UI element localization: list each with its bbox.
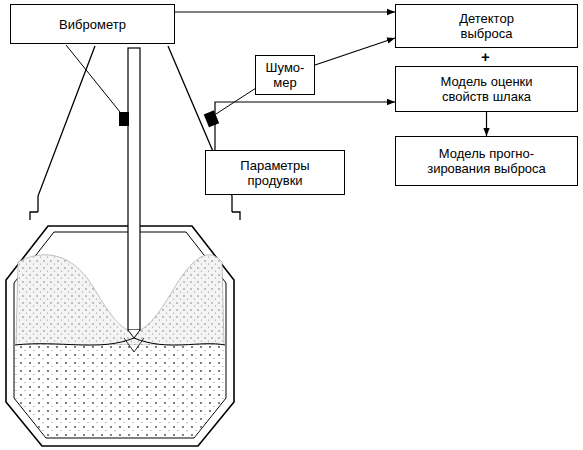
metal-bath bbox=[15, 345, 225, 437]
jet-cavity bbox=[124, 338, 144, 352]
signal-arrow bbox=[175, 11, 395, 12]
vibration-sensor bbox=[119, 112, 129, 126]
box-text: Модель оценки свойств шлака bbox=[422, 74, 552, 104]
signal-arrow bbox=[215, 102, 395, 150]
noise-sensor bbox=[204, 110, 219, 127]
process-box: Детектор выброса bbox=[395, 4, 578, 48]
bath-surface bbox=[15, 338, 225, 345]
box-text: Модель прогно- зирования выброса bbox=[419, 146, 554, 176]
slag-foam bbox=[16, 255, 224, 345]
leader-line bbox=[216, 88, 256, 114]
combine-sign: + bbox=[481, 49, 490, 65]
signal-arrow bbox=[486, 112, 487, 136]
converter-vessel bbox=[6, 226, 234, 446]
leader-line bbox=[66, 45, 120, 112]
box-text: Виброметр bbox=[59, 17, 126, 32]
vessel-lining bbox=[14, 232, 226, 438]
process-box: Модель оценки свойств шлака bbox=[395, 66, 578, 112]
process-box: Виброметр bbox=[10, 4, 175, 44]
process-box: Параметры продувки bbox=[205, 150, 345, 195]
box-text: Шумо- мер bbox=[262, 60, 308, 90]
box-text: Детектор выброса bbox=[442, 11, 532, 41]
process-box: Шумо- мер bbox=[255, 55, 315, 95]
process-box: Модель прогно- зирования выброса bbox=[395, 136, 578, 186]
signal-arrow bbox=[315, 38, 395, 65]
oxygen-lance bbox=[128, 48, 140, 330]
box-text: Параметры продувки bbox=[225, 158, 325, 188]
lance-tip bbox=[128, 330, 140, 338]
